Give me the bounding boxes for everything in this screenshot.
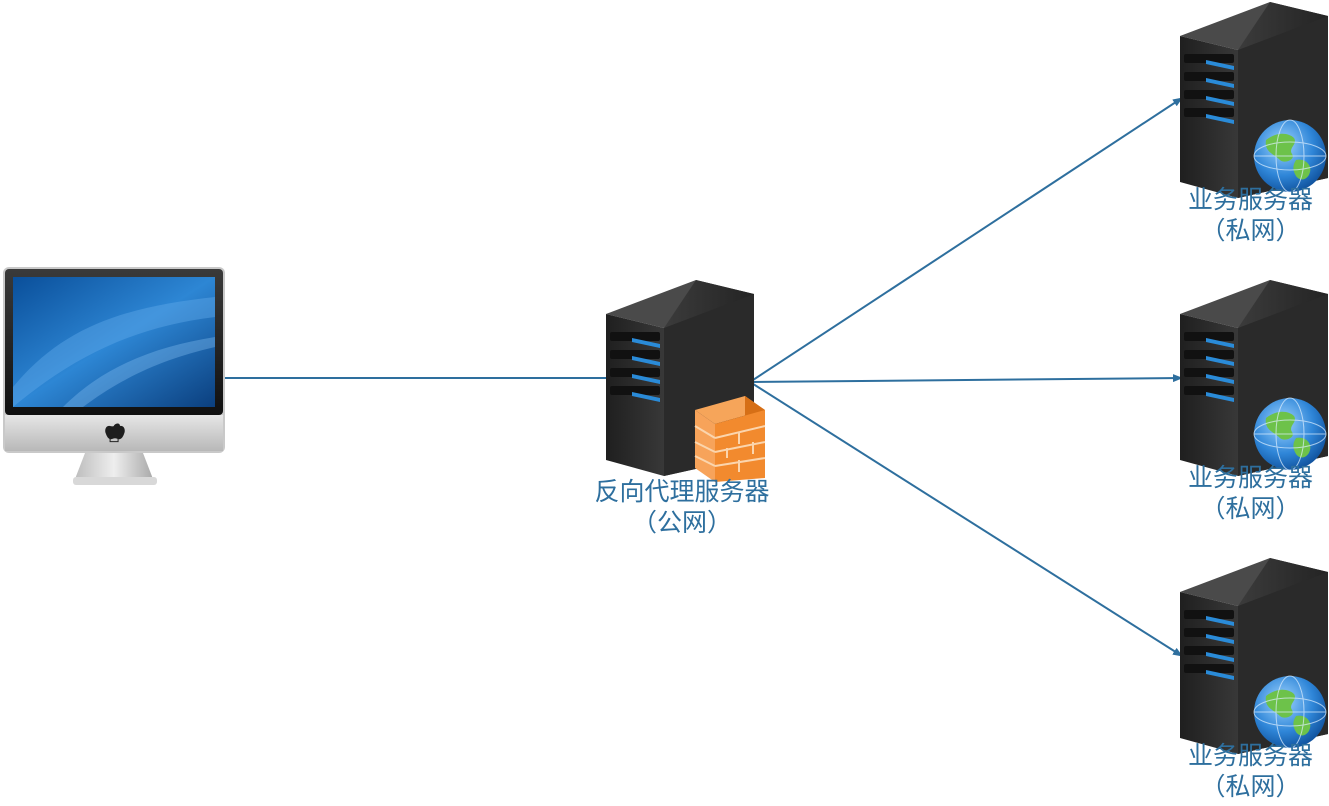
business-server-1-label: 业务服务器 （私网）	[1172, 184, 1329, 246]
firewall-icon	[694, 396, 766, 482]
edge-proxy-biz2	[749, 374, 1183, 383]
proxy-server-label-line1: 反向代理服务器	[594, 477, 770, 506]
proxy-server	[606, 280, 766, 482]
edges	[224, 97, 1183, 657]
globe-icon	[1253, 397, 1327, 471]
proxy-server-label-line2: （公网）	[631, 508, 732, 537]
business-server-2-label: 业务服务器 （私网）	[1172, 462, 1329, 524]
business-server-1	[1180, 2, 1328, 198]
business-server-2-label-line2: （私网）	[1200, 494, 1301, 523]
business-server-1-label-line1: 业务服务器	[1187, 185, 1313, 214]
business-server-3	[1180, 558, 1328, 754]
edge-proxy-biz3	[749, 381, 1183, 657]
business-server-2-label-line1: 业务服务器	[1187, 463, 1313, 492]
globe-icon	[1253, 675, 1327, 749]
business-server-2	[1180, 280, 1328, 476]
edge-proxy-biz1	[749, 97, 1183, 383]
imac-computer-icon: 	[3, 267, 225, 485]
business-server-3-label: 业务服务器 （私网）	[1172, 740, 1329, 802]
business-server-1-label-line2: （私网）	[1200, 216, 1301, 245]
business-server-3-label-line1: 业务服务器	[1187, 741, 1313, 770]
globe-icon	[1253, 119, 1327, 193]
proxy-server-label: 反向代理服务器 （公网）	[566, 476, 798, 538]
business-server-3-label-line2: （私网）	[1200, 772, 1301, 801]
